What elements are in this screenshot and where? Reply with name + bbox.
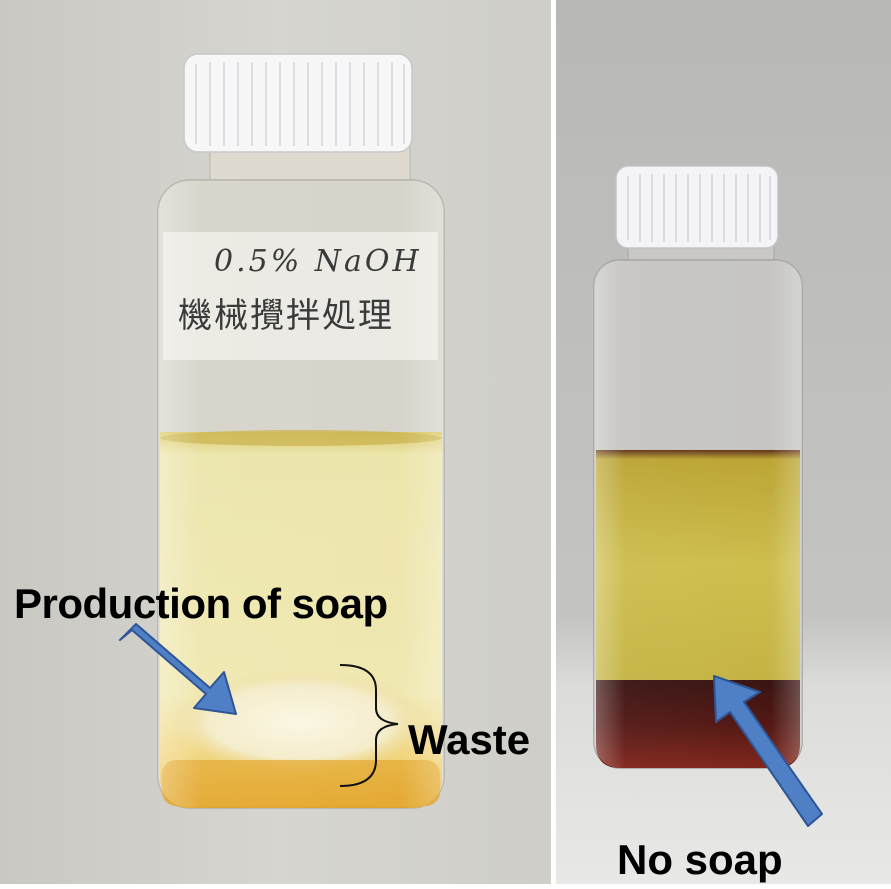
waste-label: Waste bbox=[408, 716, 531, 763]
left-cap-ridges bbox=[195, 62, 405, 146]
no-soap-label: No soap bbox=[617, 836, 783, 883]
left-bottle-cap bbox=[183, 53, 413, 153]
no-soap-arrow bbox=[713, 675, 823, 827]
soap-arrow bbox=[119, 623, 237, 715]
right-bottle-cap bbox=[615, 165, 779, 249]
production-of-soap-label: Production of soap bbox=[14, 580, 388, 627]
bottle-label-line-2: 機械攪拌処理 bbox=[178, 296, 394, 336]
photo-divider bbox=[551, 0, 556, 884]
right-cap-ridges bbox=[627, 174, 771, 242]
waste-brace bbox=[339, 664, 399, 787]
right-bottle-glass-sheen bbox=[594, 260, 802, 768]
right-bottle bbox=[593, 165, 803, 769]
bottle-label-line-1: 0.5% NaOH bbox=[214, 244, 422, 279]
left-bottle-glass-sheen bbox=[158, 180, 444, 808]
